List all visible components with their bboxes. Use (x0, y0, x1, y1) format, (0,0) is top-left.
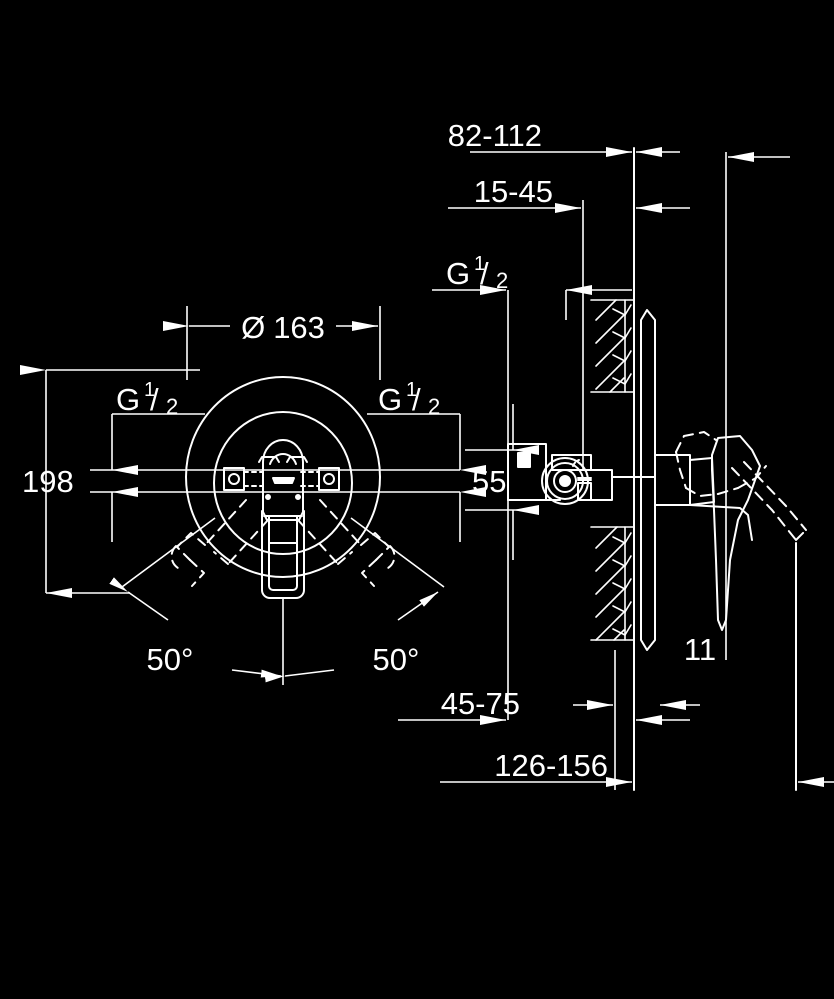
side-view-dimensions (398, 147, 834, 790)
dim-label-126-156: 126-156 (494, 748, 608, 783)
body-marker (517, 452, 531, 468)
svg-text:1: 1 (144, 379, 155, 401)
front-view-dimensions (20, 306, 486, 685)
dim-label-g12-left: G 1 / 2 (116, 379, 178, 419)
lever-handle-side (711, 435, 761, 631)
angle-ray-right (350, 517, 445, 588)
screw-right (323, 473, 335, 485)
angle-arc-arrow-right (264, 669, 335, 683)
dim-label-82-112: 82-112 (448, 118, 542, 153)
svg-text:1: 1 (406, 379, 417, 401)
angle-ray-left (121, 517, 216, 588)
shaft-upper (551, 454, 592, 471)
angle-leader-right (397, 591, 439, 621)
lever-cap (269, 452, 297, 465)
dim-label-angle-left: 50° (147, 642, 194, 677)
fixing-bracket-left (223, 467, 245, 491)
svg-text:G: G (116, 382, 140, 417)
escutcheon-plate (640, 309, 656, 651)
screw-left (228, 473, 240, 485)
svg-text:G: G (446, 256, 470, 291)
dim-label-55: 55 (472, 464, 506, 499)
trim-plate-inner-circle (213, 411, 353, 555)
angle-leader-left (109, 577, 169, 621)
shaft-lower (577, 482, 592, 501)
svg-text:/: / (412, 382, 421, 417)
trim-plate-outer-circle (185, 376, 381, 578)
dim-label-198: 198 (22, 464, 74, 499)
outlet-bore (559, 475, 571, 487)
shaft-fillet (572, 459, 580, 467)
dim-label-45-75: 45-75 (441, 686, 520, 721)
cartridge-top-left (258, 456, 280, 463)
cartridge-top-right (286, 456, 308, 463)
dim-label-g12-right: G 1 / 2 (378, 379, 440, 419)
dim-label-11: 11 (684, 632, 716, 667)
lever-indicator-slot (272, 477, 295, 484)
fixing-bracket-right (318, 467, 340, 491)
lever-handle-raised-dashed (675, 431, 807, 541)
svg-text:2: 2 (428, 394, 440, 419)
lever-stem-inner (268, 515, 298, 591)
dot-right (295, 494, 301, 500)
handle-underside (689, 504, 753, 541)
side-section-group (507, 147, 807, 791)
svg-text:2: 2 (166, 394, 178, 419)
svg-text:2: 2 (496, 268, 508, 293)
dot-left (265, 494, 271, 500)
svg-text:G: G (378, 382, 402, 417)
svg-text:/: / (480, 256, 489, 291)
dim-label-g12-side: G 1 / 2 (446, 253, 508, 293)
shaft-collar (590, 469, 613, 501)
dim-label-angle-right: 50° (373, 642, 420, 677)
dim-label-15-45: 15-45 (474, 174, 553, 209)
front-view-group (170, 376, 396, 599)
wall-hatch-upper (590, 299, 635, 393)
svg-text:1: 1 (474, 253, 485, 275)
svg-text:/: / (150, 382, 159, 417)
lever-body (262, 439, 304, 521)
wall-hatch-lower (590, 526, 635, 641)
